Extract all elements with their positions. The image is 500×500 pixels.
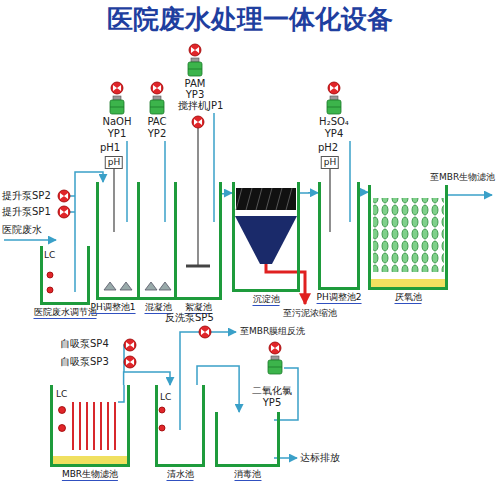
annotation: PAM — [185, 78, 206, 89]
annotation: YP2 — [148, 128, 167, 139]
probe-tag: pH — [321, 156, 339, 169]
annotation: 提升泵SP2 — [2, 190, 51, 201]
tank-label: 沉淀池 — [253, 294, 280, 306]
pump-symbol — [189, 44, 201, 56]
pump-symbol — [328, 82, 340, 94]
annotation: NaOH — [103, 116, 132, 127]
pipe-connector — [222, 192, 232, 194]
annotation: 医院废水 — [2, 224, 42, 235]
annotation: pH2 — [318, 142, 338, 153]
pump-symbol — [192, 116, 204, 128]
annotation: YP4 — [325, 128, 344, 139]
tank: 絮凝池 — [174, 182, 222, 300]
tank: 沉淀池 — [232, 182, 300, 292]
tank: PH调整池1 — [96, 182, 140, 300]
annotation: 自吸泵SP3 — [60, 356, 109, 367]
annotation: 达标排放 — [300, 452, 340, 463]
pump-symbol — [111, 82, 123, 94]
pump-symbol — [269, 342, 281, 354]
dosing-unit — [268, 356, 282, 374]
pipe-connector — [124, 372, 170, 385]
tank: PH调整池2 — [318, 182, 360, 290]
annotation: PAC — [147, 116, 166, 127]
annotation: 至MBR膜组反洗 — [240, 326, 305, 337]
annotation: 至MBR生物滤池 — [430, 172, 495, 183]
annotation: LC — [160, 392, 171, 403]
annotation: YP3 — [186, 89, 205, 100]
pump-symbol — [151, 82, 163, 94]
tank-label: 厌氧池 — [395, 292, 422, 304]
dosing-unit — [327, 96, 341, 114]
annotation: 提升泵SP1 — [2, 206, 51, 217]
pump-symbol — [58, 206, 70, 218]
annotation: 自吸泵SP4 — [60, 338, 109, 349]
tank-label: 消毒池 — [234, 469, 261, 481]
dosing-unit — [188, 58, 202, 76]
tank-label: 医院废水调节池 — [34, 307, 97, 319]
annotation: YP5 — [263, 397, 282, 408]
tank-label: PH调整池2 — [317, 292, 362, 304]
probe-tag: pH — [105, 156, 123, 169]
tank-label: MBR生物滤池 — [62, 469, 118, 481]
pipe-connector — [360, 191, 368, 193]
annotation: 至污泥浓缩池 — [283, 308, 337, 319]
annotation: YP1 — [108, 128, 127, 139]
annotation: LC — [44, 250, 55, 261]
annotation: 反洗泵SP5 — [165, 312, 214, 323]
tank: 厌氧池 — [368, 185, 448, 290]
tank-label: PH调整池1 — [91, 302, 136, 314]
pump-symbol — [124, 339, 136, 351]
annotation: 二氧化氯 — [252, 385, 292, 396]
pump-symbol — [124, 356, 136, 368]
dosing-unit — [110, 96, 124, 114]
annotation: LC — [56, 389, 67, 400]
pump-symbol — [199, 326, 211, 338]
tank: 混凝池 — [137, 182, 177, 300]
tank-label: 清水池 — [167, 469, 194, 481]
annotation: 搅拌机JP1 — [178, 100, 223, 111]
pipe-connector — [300, 192, 318, 194]
diagram-title: 医院废水处理一体化设备 — [0, 4, 500, 34]
tank: 消毒池 — [215, 412, 280, 467]
pump-symbol — [58, 190, 70, 202]
annotation: pH1 — [100, 142, 120, 153]
dosing-unit — [150, 96, 164, 114]
annotation: H₂SO₄ — [319, 116, 349, 127]
